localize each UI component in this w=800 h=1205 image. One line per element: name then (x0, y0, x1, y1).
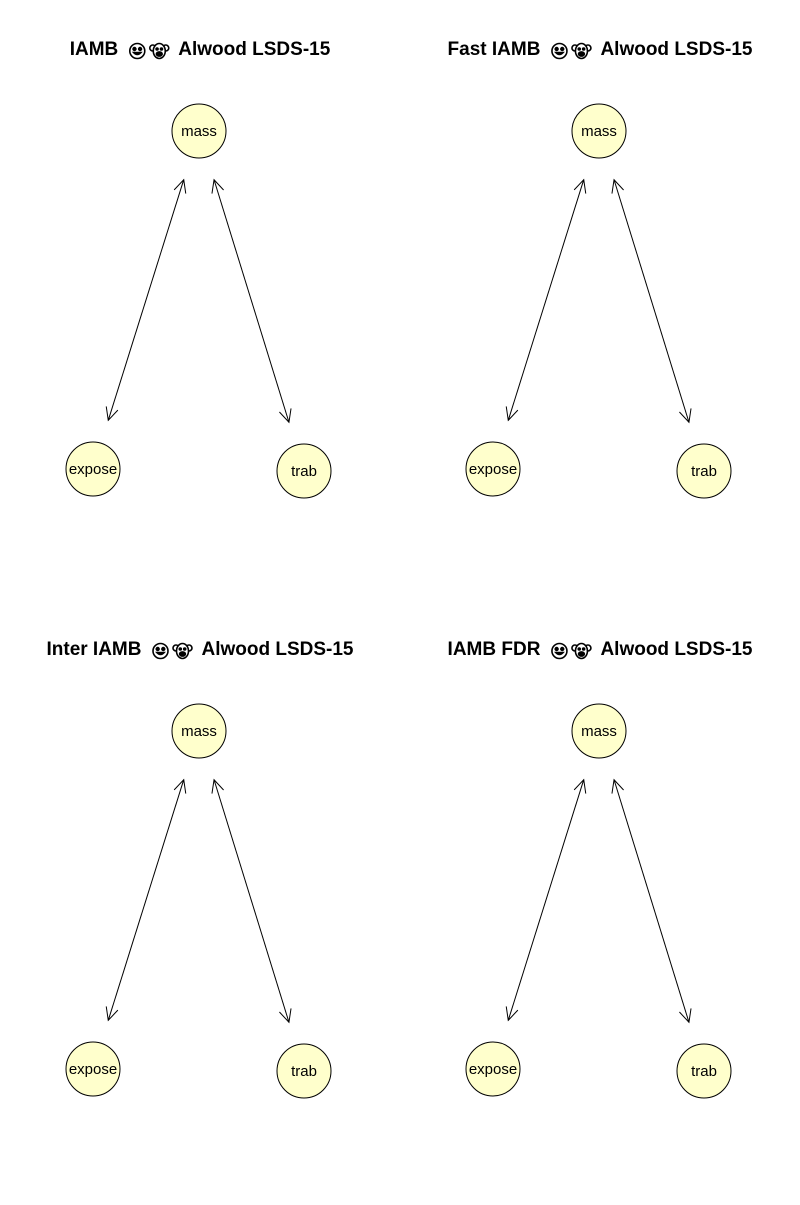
edge-line (613, 179, 690, 423)
edge-mass-expose (105, 178, 187, 422)
node-circle (276, 1043, 332, 1099)
edge-line (613, 779, 690, 1023)
node-mass: mass (171, 703, 227, 759)
network-panel: Fast IAMB Alwood LSDS-15 mass expose trab (448, 39, 753, 499)
edge-line (213, 779, 290, 1023)
node-label: expose (469, 461, 517, 478)
node-mass: mass (171, 103, 227, 159)
edge-mass-trab (211, 778, 292, 1024)
arrowhead-from (173, 178, 187, 194)
edge-line (507, 779, 585, 1021)
panel-title-suffix: Alwood LSDS-15 (600, 39, 752, 60)
node-circle (65, 441, 121, 497)
node-circle (171, 103, 227, 159)
monkey-face-icon (571, 42, 592, 60)
node-label: trab (291, 1063, 317, 1080)
edge-line (507, 179, 585, 421)
panel-title: IAMB FDR Alwood LSDS-15 (448, 639, 753, 660)
edge-line (107, 779, 185, 1021)
node-circle (676, 1043, 732, 1099)
node-label: expose (69, 1061, 117, 1078)
node-circle (676, 443, 732, 499)
panel-title-prefix: Inter IAMB (46, 639, 141, 660)
node-expose: expose (65, 441, 121, 497)
arrowhead-from (211, 778, 224, 794)
panel-title-prefix: IAMB FDR (448, 639, 541, 660)
edge-mass-trab (611, 178, 692, 424)
monkey-face-icon (148, 42, 170, 60)
panel-title-prefix: IAMB (70, 39, 119, 60)
edge-mass-expose (505, 178, 587, 422)
node-label: trab (691, 1063, 717, 1080)
node-mass: mass (571, 703, 627, 759)
arrowhead-from (611, 778, 624, 794)
panel-title: Fast IAMB Alwood LSDS-15 (448, 39, 753, 60)
node-circle (465, 1041, 521, 1097)
arrowhead-to (679, 1008, 692, 1024)
node-circle (276, 443, 332, 499)
edge-mass-expose (505, 778, 587, 1022)
node-label: trab (291, 463, 317, 480)
smiling-face-icon (152, 642, 169, 660)
edge-mass-expose (105, 778, 187, 1022)
node-circle (465, 441, 521, 497)
network-panel: IAMB Alwood LSDS-15 mass expose trab (65, 39, 332, 499)
panel-title: IAMB Alwood LSDS-15 (70, 39, 331, 60)
arrowhead-to (105, 406, 119, 422)
arrowhead-from (211, 178, 224, 194)
monkey-face-icon (172, 642, 193, 660)
arrowhead-to (505, 1006, 519, 1022)
edge-line (107, 179, 185, 421)
node-circle (65, 1041, 121, 1097)
arrowhead-to (279, 408, 292, 424)
edge-mass-trab (611, 778, 692, 1024)
arrowhead-to (279, 1008, 292, 1024)
monkey-face-icon (571, 642, 592, 660)
node-label: mass (581, 723, 617, 740)
panel-title-suffix: Alwood LSDS-15 (201, 639, 353, 660)
network-panel: IAMB FDR Alwood LSDS-15 mass expose trab (448, 639, 753, 1099)
node-label: expose (69, 461, 117, 478)
node-circle (571, 103, 627, 159)
node-trab: trab (276, 443, 332, 499)
node-expose: expose (65, 1041, 121, 1097)
edge-line (213, 179, 290, 423)
arrowhead-from (573, 178, 587, 194)
node-label: mass (181, 723, 217, 740)
node-circle (571, 703, 627, 759)
network-panel: Inter IAMB Alwood LSDS-15 mass expose trab (46, 639, 354, 1099)
panel-title: Inter IAMB Alwood LSDS-15 (46, 639, 353, 660)
node-trab: trab (676, 443, 732, 499)
node-expose: expose (465, 441, 521, 497)
panel-title-prefix: Fast IAMB (448, 39, 541, 60)
node-trab: trab (276, 1043, 332, 1099)
arrowhead-to (505, 406, 519, 422)
node-label: expose (469, 1061, 517, 1078)
edge-mass-trab (211, 178, 292, 424)
node-circle (171, 703, 227, 759)
arrowhead-to (105, 1006, 119, 1022)
panel-title-suffix: Alwood LSDS-15 (600, 639, 752, 660)
smiling-face-icon (551, 42, 568, 60)
node-label: mass (181, 123, 217, 140)
arrowhead-to (679, 408, 692, 424)
node-label: mass (581, 123, 617, 140)
node-trab: trab (676, 1043, 732, 1099)
node-mass: mass (571, 103, 627, 159)
node-expose: expose (465, 1041, 521, 1097)
arrowhead-from (173, 778, 187, 794)
smiling-face-icon (551, 642, 568, 660)
arrowhead-from (573, 778, 587, 794)
node-label: trab (691, 463, 717, 480)
panel-title-suffix: Alwood LSDS-15 (178, 39, 330, 60)
smiling-face-icon (128, 42, 146, 60)
arrowhead-from (611, 178, 624, 194)
